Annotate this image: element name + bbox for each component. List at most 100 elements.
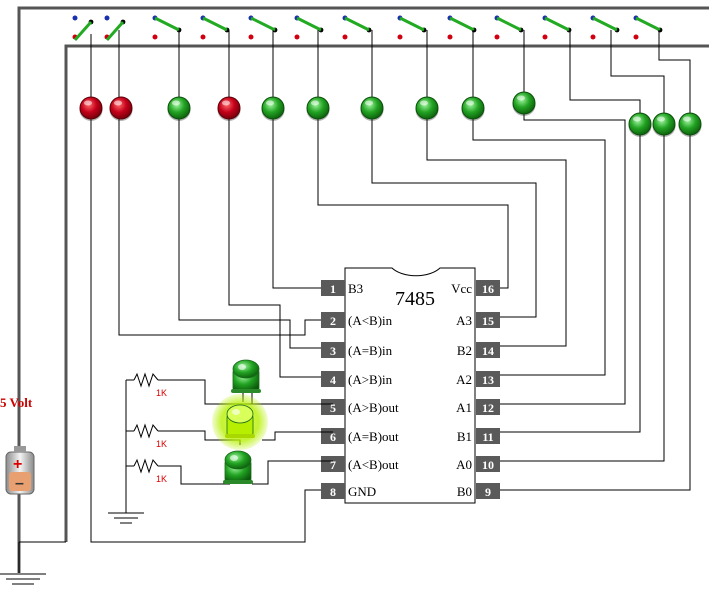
input-led-13 [678,112,702,137]
switch-10[interactable] [494,15,524,40]
ground-symbol-resistors [108,506,144,524]
input-led-4 [217,96,241,121]
pin-4: 4 (A>B)in [321,371,393,387]
input-led-3 [167,96,191,121]
resistor-2: 1K [133,423,167,449]
input-led-8 [415,96,439,121]
pin-label: (A=B)in [348,343,393,358]
battery: 5 Volt + – [0,395,35,495]
power-rails [17,6,709,573]
pin-number: 16 [482,282,494,296]
switch-3[interactable] [152,15,182,40]
switch-7[interactable] [342,15,372,40]
input-led-1 [79,96,103,121]
output-section: 1K 1K 1K [125,359,333,506]
svg-text:–: – [15,475,24,492]
resistors: 1K 1K 1K [133,372,167,484]
pin-label: B2 [457,343,472,358]
left-pins: 1 B3 2 (A<B)in 3 (A=B)in 4 (A>B)in 5 (A>B)out 6 (A=… [321,280,399,499]
pin-3: 3 (A=B)in [321,342,393,358]
pin-label: B3 [348,281,363,296]
output-led-3 [223,450,253,484]
pin-label: (A=B)out [348,429,399,444]
pin-label: Vcc [451,281,472,296]
pin-label: (A>B)out [348,400,399,415]
pin-number: 3 [330,344,336,358]
switch-8[interactable] [397,15,427,40]
pin-label: (A<B)in [348,313,393,328]
pin-number: 15 [482,314,494,328]
pin-12: 12 A1 [456,399,500,415]
resistor-label: 1K [156,439,167,449]
resistor-label: 1K [156,388,167,398]
input-led-10 [512,91,536,116]
resistor-label: 1K [156,474,167,484]
pin-label: A2 [456,372,472,387]
pin-label: A1 [456,400,472,415]
pin-1: 1 B3 [321,280,363,296]
pin-number: 1 [330,282,336,296]
switch-1[interactable] [72,15,94,41]
pin-number: 6 [330,430,336,444]
pin-label: A0 [456,457,472,472]
pin-number: 4 [330,373,336,387]
pin-15: 15 A3 [456,312,500,328]
input-led-7 [360,96,384,121]
pin-number: 10 [482,458,494,472]
pin-number: 2 [330,314,336,328]
pin-number: 12 [482,401,494,415]
pin-label: A3 [456,313,472,328]
output-leds [212,359,268,484]
pin-number: 7 [330,458,336,472]
input-led-11 [628,112,652,137]
pin-14: 14 B2 [457,342,500,358]
pin-number: 11 [482,430,493,444]
output-led-2 [212,394,268,450]
right-pins: 16 Vcc 15 A3 14 B2 13 A2 12 A1 11 B1 10 A0 9 B0 [451,280,500,499]
input-led-12 [652,112,676,137]
svg-text:+: + [13,456,22,473]
pin-13: 13 A2 [456,371,500,387]
battery-label: 5 Volt [0,395,33,410]
ic-7485: 7485 1 B3 2 (A<B)in 3 (A=B)in 4 (A>B)in 5 (A>B)ou… [321,267,500,504]
switch-6[interactable] [294,15,324,40]
ground-symbol-battery [0,542,46,585]
pin-10: 10 A0 [456,456,500,472]
switch-12[interactable] [590,15,620,40]
pin-16: 16 Vcc [451,280,500,296]
input-led-6 [306,96,330,121]
switch-13[interactable] [633,15,663,40]
pin-label: B1 [457,429,472,444]
pin-number: 5 [330,401,336,415]
pin-number: 9 [485,485,491,499]
pin-label: (A>B)in [348,372,393,387]
switch-2[interactable] [104,15,126,41]
pin-2: 2 (A<B)in [321,312,393,328]
input-led-5 [261,96,285,121]
pin-number: 13 [482,373,494,387]
pin-5: 5 (A>B)out [321,399,399,415]
pin-9: 9 B0 [457,483,500,499]
pin-11: 11 B1 [457,428,500,444]
pin-label: GND [348,484,376,499]
pin-number: 14 [482,344,494,358]
pin-7: 7 (A<B)out [321,456,399,472]
pin-6: 6 (A=B)out [321,428,399,444]
chip-name: 7485 [395,288,435,310]
pin-label: (A<B)out [348,457,399,472]
input-led-9 [461,96,485,121]
input-leds [79,91,702,137]
switch-5[interactable] [248,15,278,40]
pin-number: 8 [330,485,336,499]
input-led-2 [109,96,133,121]
output-led-1 [231,359,261,393]
switch-9[interactable] [447,15,477,40]
resistor-1: 1K [133,372,167,398]
resistor-3: 1K [133,458,167,484]
switch-11[interactable] [542,15,572,40]
pin-8: 8 GND [321,483,376,499]
pin-label: B0 [457,484,472,499]
switch-4[interactable] [200,15,230,40]
input-wires [90,30,691,543]
